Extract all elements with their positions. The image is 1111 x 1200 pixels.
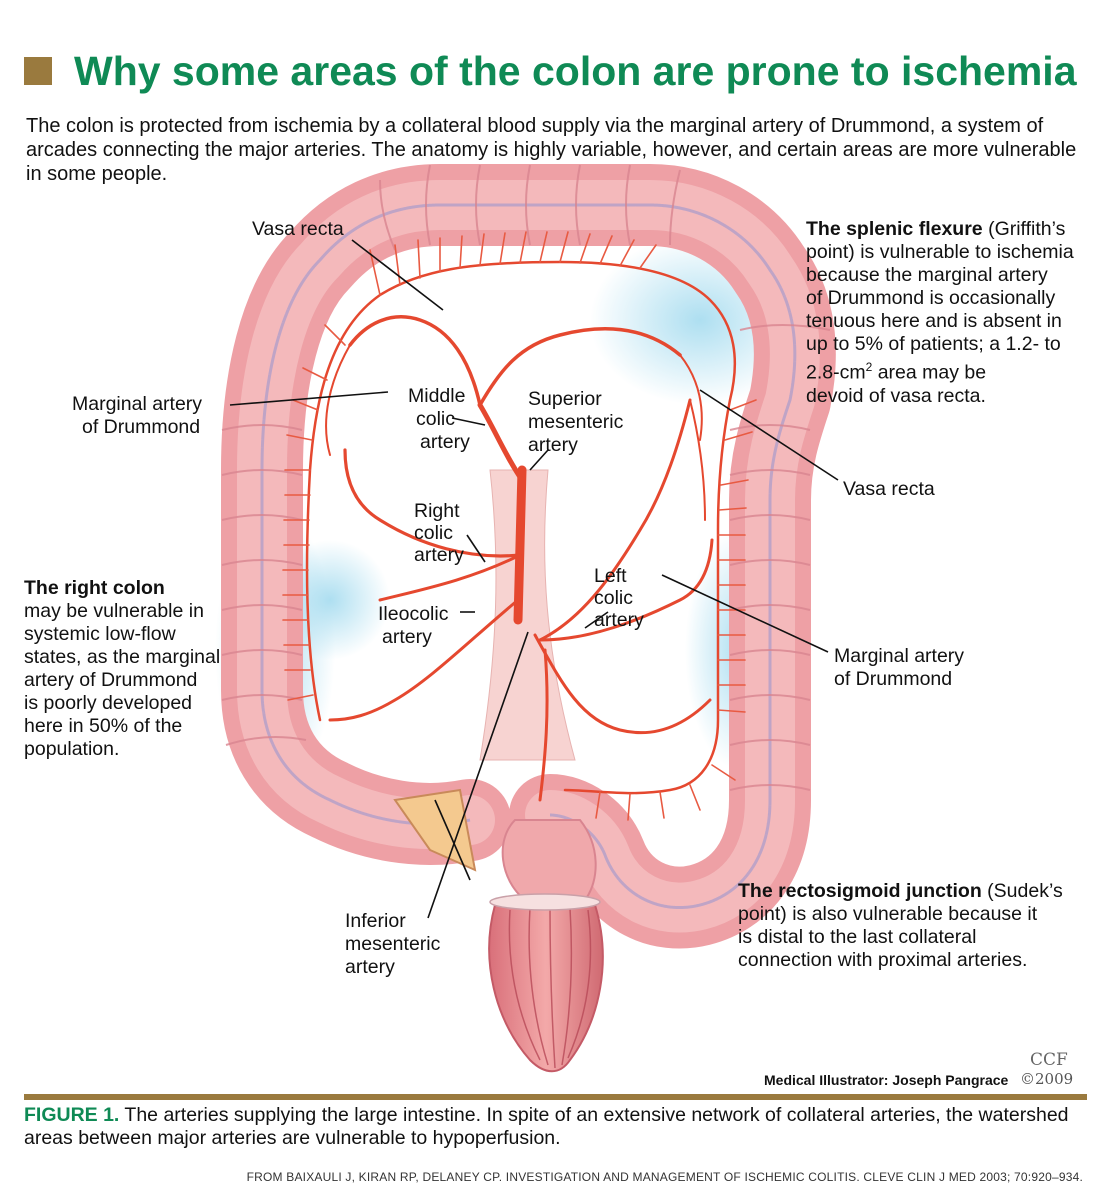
- label-ima-1: Inferior: [345, 910, 406, 932]
- leader-lines: [229, 239, 839, 919]
- label-right-colic-2: colic: [414, 522, 454, 544]
- title-square-icon: [24, 57, 52, 85]
- note-splenic-l5: tenuous here and is absent in: [806, 310, 1062, 332]
- label-ileocolic-1: Ileocolic: [378, 603, 449, 625]
- label-ileocolic-2: artery: [382, 626, 432, 648]
- label-right-colic-1: Right: [414, 500, 460, 522]
- label-left-colic-2: colic: [594, 587, 634, 609]
- caption-rule: [24, 1094, 1087, 1100]
- note-recto-l1: (Sudek’s: [981, 880, 1063, 902]
- note-right-l7: population.: [24, 738, 120, 760]
- label-marginal-artery-right-1: Marginal artery: [834, 645, 965, 667]
- note-right-l6: here in 50% of the: [24, 715, 183, 737]
- note-splenic-l7sup: 2: [865, 360, 873, 374]
- rectum: [488, 819, 604, 1073]
- note-right-l2: systemic low-flow: [24, 623, 176, 645]
- note-right-l5: is poorly developed: [24, 692, 193, 714]
- label-vasa-recta-right: Vasa recta: [843, 478, 935, 500]
- label-middle-colic-1: Middle: [408, 385, 466, 407]
- note-splenic-flexure: The splenic flexure (Griffith’s point) i…: [806, 218, 1106, 408]
- figure-caption: FIGURE 1. The arteries supplying the lar…: [24, 1104, 1094, 1150]
- vasa-recta: [282, 231, 757, 821]
- label-right-colic-3: artery: [414, 544, 464, 566]
- note-splenic-l7a: 2.8-cm: [806, 361, 866, 384]
- note-right-bold: The right colon: [24, 577, 165, 599]
- colon-body: [221, 164, 836, 949]
- label-ima-3: artery: [345, 956, 395, 978]
- label-middle-colic-3: artery: [420, 431, 470, 453]
- note-splenic-l4: of Drummond is occasionally: [806, 287, 1056, 309]
- caption-text: The arteries supplying the large intesti…: [24, 1104, 1069, 1149]
- note-right-l1: may be vulnerable in: [24, 600, 204, 622]
- note-recto-l3: is distal to the last collateral: [738, 926, 977, 948]
- page-title: Why some areas of the colon are prone to…: [74, 47, 1077, 94]
- note-splenic-l3: because the marginal artery: [806, 264, 1048, 286]
- note-splenic-l8: devoid of vasa recta.: [806, 384, 986, 407]
- copyright-year: ©2009: [1020, 1070, 1074, 1088]
- label-marginal-artery-left-1: Marginal artery: [72, 393, 203, 415]
- note-recto-l2: point) is also vulnerable because it: [738, 903, 1038, 925]
- illustrator-credit: Medical Illustrator: Joseph Pangrace: [764, 1072, 1009, 1088]
- ccf-logo: CCF: [1030, 1050, 1068, 1070]
- note-splenic-l7b: area may be: [872, 361, 987, 384]
- label-sma-3: artery: [528, 434, 578, 456]
- source-citation: FROM BAIXAULI J, KIRAN RP, DELANEY CP. I…: [246, 1170, 1083, 1184]
- label-ima-2: mesenteric: [345, 933, 441, 955]
- note-right-l3: states, as the marginal: [24, 646, 221, 668]
- aorta: [479, 465, 576, 761]
- note-splenic-l6: up to 5% of patients; a 1.2- to: [806, 333, 1061, 355]
- label-marginal-artery-right-2: of Drummond: [834, 668, 953, 690]
- intro-paragraph: The colon is protected from ischemia by …: [26, 115, 1077, 185]
- label-left-colic-1: Left: [594, 565, 627, 587]
- note-splenic-l1: (Griffith’s: [982, 218, 1066, 240]
- note-rectosigmoid: The rectosigmoid junction (Sudek’s point…: [738, 880, 1098, 972]
- label-sma-2: mesenteric: [528, 411, 624, 433]
- arterial-network: [305, 260, 736, 802]
- note-splenic-bold: The splenic flexure: [806, 218, 983, 240]
- label-vasa-recta-top: Vasa recta: [252, 218, 344, 240]
- mesentery-stub: [393, 788, 477, 872]
- figure-number: FIGURE 1.: [24, 1104, 120, 1126]
- note-recto-bold: The rectosigmoid junction: [738, 880, 982, 902]
- label-left-colic-3: artery: [594, 609, 644, 631]
- note-right-colon: The right colon may be vulnerable in sys…: [24, 577, 254, 761]
- label-sma-1: Superior: [528, 388, 602, 410]
- note-recto-l4: connection with proximal arteries.: [738, 949, 1028, 971]
- note-right-l4: artery of Drummond: [24, 669, 198, 691]
- title-bar: Why some areas of the colon are prone to…: [24, 40, 1077, 102]
- label-middle-colic-2: colic: [416, 408, 456, 430]
- label-marginal-artery-left-2: of Drummond: [82, 416, 201, 438]
- note-splenic-l2: point) is vulnerable to ischemia: [806, 241, 1074, 263]
